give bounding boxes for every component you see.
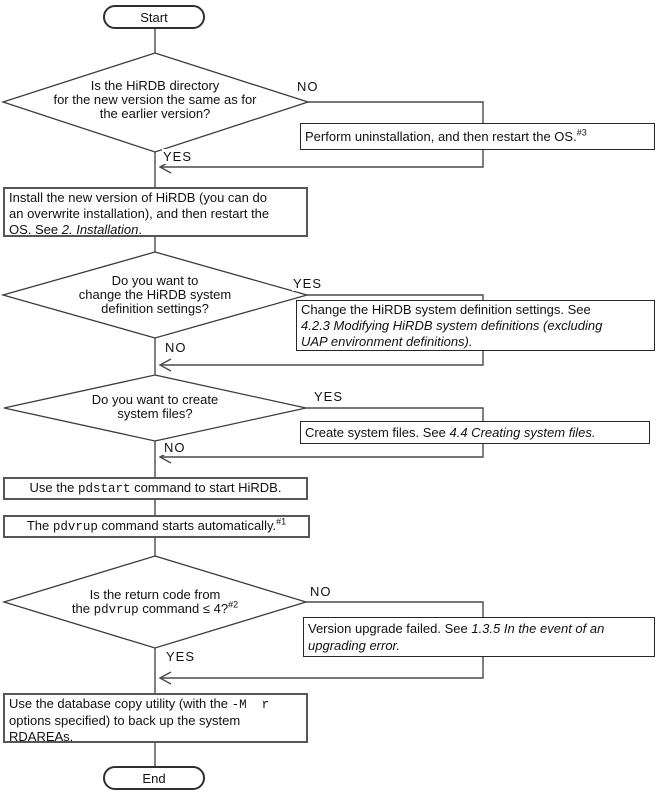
decision-diamond-directory-same <box>0 52 311 153</box>
process-backup-rdareas: Use the database copy utility (with the … <box>3 693 308 744</box>
process-change-system-definitions: Change the HiRDB system definition setti… <box>296 300 655 351</box>
branch-label-no-1: NO <box>296 79 320 94</box>
branch-label-no-3: NO <box>163 440 187 455</box>
process-line: Install the new version of HiRDB (you ca… <box>9 190 267 205</box>
arrowhead-merge-4 <box>158 671 172 685</box>
branch-label-yes-2: YES <box>292 276 324 291</box>
decision-change-definitions-text: Do you want to change the HiRDB system d… <box>5 274 305 316</box>
decision-line: Is the HiRDB directory <box>90 78 220 93</box>
process-line: Use the database copy utility (with the … <box>9 696 270 712</box>
arrowhead-merge-2 <box>158 358 172 372</box>
decision-line: Is the return code from <box>89 587 221 602</box>
branch-label-yes-4: YES <box>165 649 197 664</box>
branch-label-yes-3: YES <box>313 389 345 404</box>
decision-line: definition settings? <box>101 301 209 316</box>
start-label: Start <box>140 9 168 25</box>
process-version-upgrade-failed: Version upgrade failed. See 1.3.5 In the… <box>303 617 655 657</box>
start-terminator: Start <box>103 5 205 29</box>
branch-label-yes-1: YES <box>162 149 194 164</box>
decision-line: system files? <box>117 406 193 421</box>
process-line: an overwrite installation), and then res… <box>9 206 270 221</box>
branch-label-no-2: NO <box>164 340 188 355</box>
decision-directory-same-text: Is the HiRDB directory for the new versi… <box>5 79 305 121</box>
process-line: upgrading error. <box>308 638 401 653</box>
process-line: Version upgrade failed. See 1.3.5 In the… <box>308 621 605 636</box>
process-pdstart-command: Use the pdstart command to start HiRDB. <box>3 477 308 500</box>
process-uninstall-restart-os: Perform uninstallation, and then restart… <box>300 123 655 150</box>
branch-label-no-4: NO <box>309 584 333 599</box>
process-install-new-version: Install the new version of HiRDB (you ca… <box>3 187 308 237</box>
decision-diamond-change-definitions <box>0 251 310 339</box>
decision-return-code-text: Is the return code from the pdvrup comma… <box>5 587 305 618</box>
process-line: 4.2.3 Modifying HiRDB system definitions… <box>301 318 603 333</box>
end-label: End <box>142 770 166 786</box>
process-line: options specified) to back up the system <box>9 713 241 728</box>
decision-diamond-return-code <box>1 555 309 649</box>
decision-line: Do you want to create <box>91 392 219 407</box>
decision-line: for the new version the same as for <box>53 92 257 107</box>
decision-line: change the HiRDB system <box>78 287 232 302</box>
process-text: Use the pdstart command to start HiRDB. <box>29 480 282 496</box>
process-line: OS. See 2. Installation. <box>9 222 142 237</box>
decision-create-system-files-text: Do you want to create system files? <box>5 393 305 421</box>
process-pdvrup-starts: The pdvrup command starts automatically.… <box>3 515 310 538</box>
process-line: RDAREAs. <box>9 729 74 744</box>
decision-line: the earlier version? <box>99 106 211 121</box>
end-terminator: End <box>103 766 205 790</box>
process-line: UAP environment definitions). <box>301 334 473 349</box>
decision-line: Do you want to <box>111 273 199 288</box>
process-text: Perform uninstallation, and then restart… <box>305 127 587 144</box>
process-create-system-files: Create system files. See 4.4 Creating sy… <box>300 421 650 444</box>
process-line: Change the HiRDB system definition setti… <box>301 302 591 317</box>
decision-line: the pdvrup command ≤ 4?#2 <box>71 599 239 617</box>
process-text: The pdvrup command starts automatically.… <box>26 516 287 534</box>
decision-diamond-create-system-files <box>3 374 307 442</box>
process-text: Create system files. See 4.4 Creating sy… <box>305 424 596 440</box>
